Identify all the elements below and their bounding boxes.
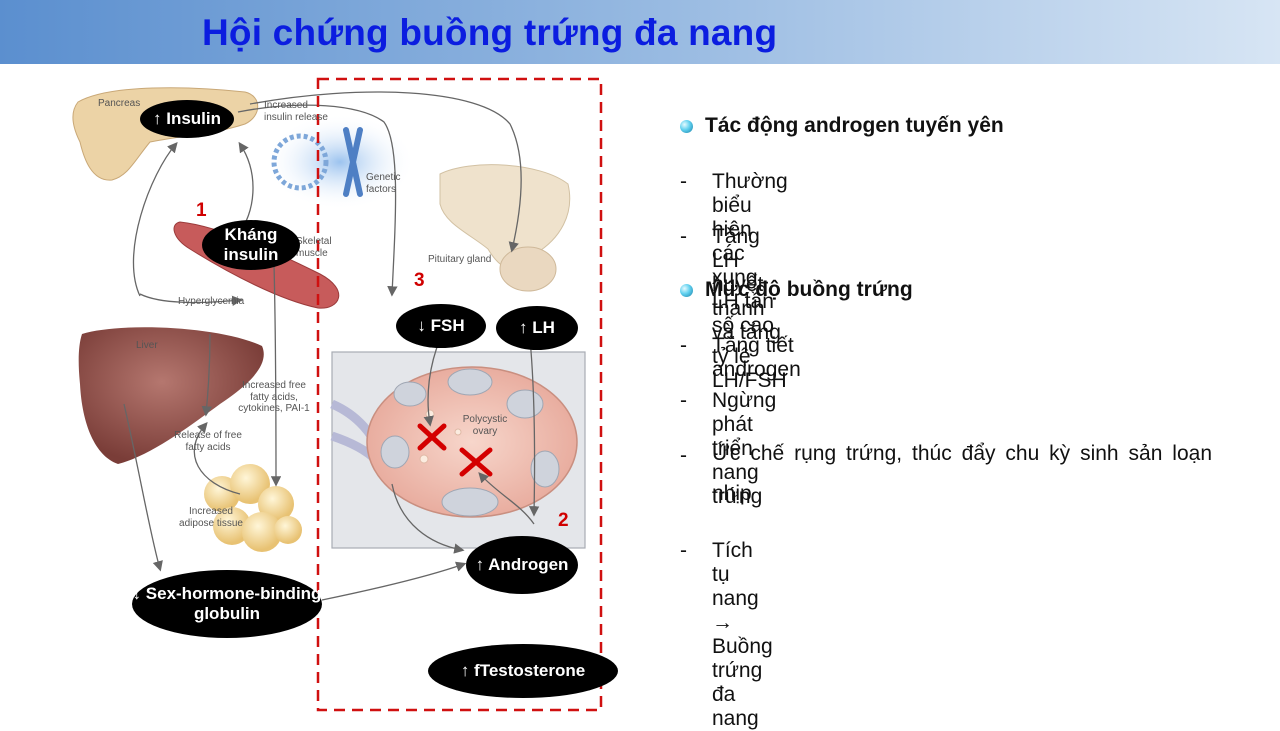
list-item-text: Tích tụ nang → Buồng trứng đa nang bbox=[712, 539, 773, 730]
arrow-androgen-pituitary bbox=[478, 472, 535, 525]
dash-marker: - bbox=[680, 389, 687, 412]
label-liver: Liver bbox=[136, 340, 158, 351]
arrow-shbg bbox=[321, 561, 467, 601]
arrow-ffa-liver bbox=[201, 333, 212, 417]
number-1: 1 bbox=[196, 200, 207, 221]
genetic-glow bbox=[265, 114, 415, 210]
label-skeletal-muscle: Skeletal muscle bbox=[296, 236, 332, 259]
oval-testosterone: ↑ fTestosterone bbox=[428, 644, 618, 698]
x-mark-2 bbox=[459, 447, 493, 477]
label-increased-ffa: Increased free fatty acids, cytokines, P… bbox=[238, 380, 310, 414]
title-bar bbox=[0, 0, 1280, 64]
dash-marker: - bbox=[680, 170, 687, 193]
dashed-highlight-box bbox=[316, 77, 603, 712]
block-marks bbox=[417, 423, 493, 477]
liver-shape bbox=[78, 327, 264, 464]
arrow-insulin-pituitary bbox=[249, 91, 522, 253]
oval-insulin: ↑ Insulin bbox=[140, 100, 234, 138]
list-item-text: Tăng LH huyết thanh và tăng tỷ lệ LH/FSH bbox=[712, 225, 787, 392]
arrow-muscle-ffa bbox=[270, 263, 282, 487]
adipose-cells bbox=[204, 464, 302, 552]
chromosome bbox=[343, 127, 363, 197]
label-genetic-factors: Genetic factors bbox=[366, 172, 401, 195]
list-item-text: Thường biểu hiện các xung LH tần số cao bbox=[712, 170, 788, 337]
number-2: 2 bbox=[558, 510, 569, 531]
arrow-adipose-liver bbox=[193, 422, 241, 495]
label-release-ffa: Release of free fatty acids bbox=[174, 430, 242, 453]
label-adipose: Increased adipose tissue bbox=[179, 506, 243, 529]
pituitary-shape bbox=[499, 246, 557, 292]
oval-khang-insulin: Kháng insulin bbox=[202, 220, 300, 270]
label-insulin-release: Increased insulin release bbox=[264, 100, 328, 123]
sphere-bullet-icon bbox=[680, 119, 693, 133]
oval-shbg: ↓ Sex-hormone-binding globulin bbox=[132, 570, 322, 638]
arrow-ovary-androgen bbox=[391, 483, 465, 554]
arrow-liver-shbg bbox=[123, 403, 163, 572]
list-item-text: Tăng tiết androgen bbox=[712, 334, 801, 381]
section-heading-2-text: Mức độ buồng trứng bbox=[705, 278, 913, 301]
oval-fsh: ↓ FSH bbox=[396, 304, 486, 348]
section-heading-2: Mức độ buồng trứng bbox=[680, 278, 913, 302]
arrow-lh-androgen bbox=[528, 338, 540, 517]
section-heading-1-text: Tác động androgen tuyến yên bbox=[705, 114, 1004, 137]
x-mark-1 bbox=[417, 423, 447, 451]
arrow-insulin-release bbox=[237, 104, 398, 297]
sphere-bullet-icon bbox=[680, 283, 693, 297]
list-item-text: Ức chế rụng trứng, thúc đẩy chu kỳ sinh … bbox=[712, 442, 1212, 505]
label-polycystic-ovary: Polycystic ovary bbox=[462, 414, 508, 437]
dash-marker: - bbox=[680, 225, 687, 248]
number-3: 3 bbox=[414, 270, 425, 291]
arrow-hyperglycemia bbox=[139, 293, 243, 306]
label-hyperglycemia: Hyperglycemia bbox=[178, 296, 245, 307]
oval-androgen: ↑ Androgen bbox=[466, 536, 578, 594]
dna-ring bbox=[271, 133, 329, 191]
dash-marker: - bbox=[680, 539, 687, 562]
label-pancreas: Pancreas bbox=[98, 98, 141, 109]
arrow-liver-insulin bbox=[132, 142, 178, 297]
dash-marker: - bbox=[680, 444, 687, 467]
section-heading-1: Tác động androgen tuyến yên bbox=[680, 114, 1004, 138]
pcos-diagram: Pancreas Increased insulin release Genet… bbox=[0, 64, 640, 720]
oval-lh: ↑ LH bbox=[496, 306, 578, 350]
list-item-text: Ngừng phát triển nang trứng bbox=[712, 389, 777, 508]
label-pituitary: Pituitary gland bbox=[428, 254, 492, 265]
dash-marker: - bbox=[680, 334, 687, 357]
slide-title: Hội chứng buồng trứng đa nang bbox=[202, 12, 778, 53]
